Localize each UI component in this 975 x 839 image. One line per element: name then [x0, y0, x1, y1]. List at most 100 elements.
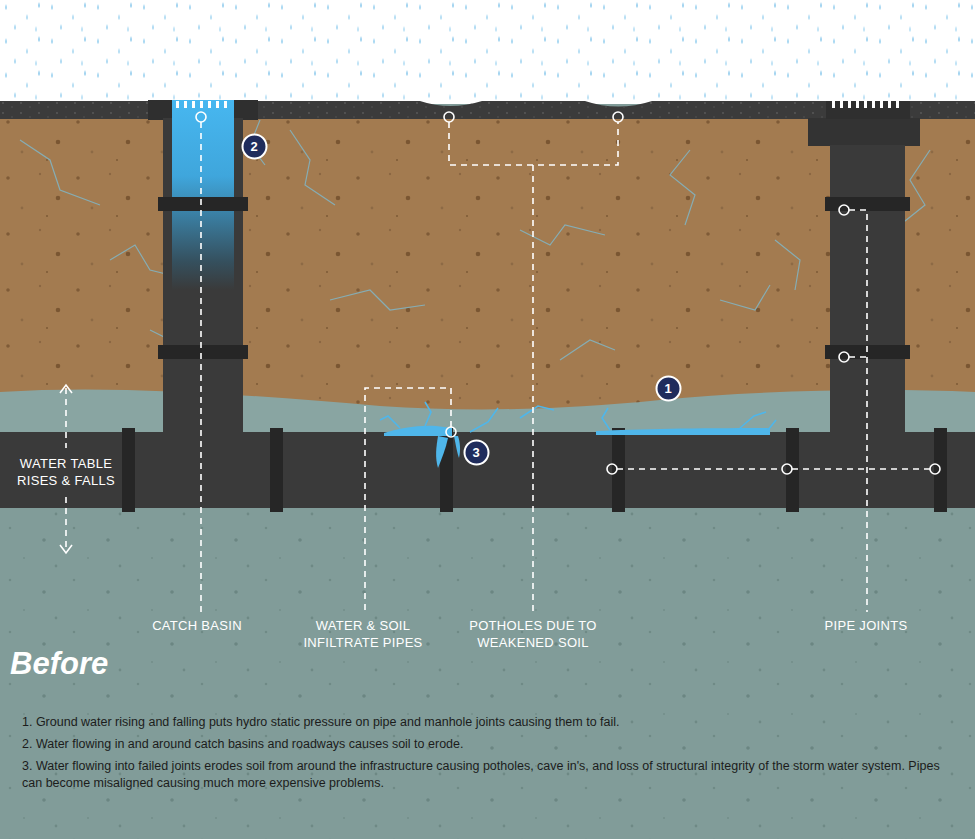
leader-lines-part-part — [792, 468, 930, 470]
leader-lines-part-part — [365, 388, 451, 612]
manhole-shaft-part-part — [888, 101, 891, 108]
catch-basin-shaft-part-part — [176, 101, 179, 108]
storm-pipe — [0, 428, 975, 512]
manhole-shaft-part — [825, 197, 910, 211]
manhole-shaft-part-part — [896, 101, 899, 108]
sky-rain-part — [0, 0, 975, 104]
road-surface — [0, 101, 975, 119]
soil-cracks-part — [110, 245, 170, 275]
title-box: Before — [10, 646, 108, 682]
water-table-label: WATER TABLE RISES & FALLS — [4, 455, 128, 489]
callout-text: 2 — [250, 139, 257, 154]
catch-basin-shaft-part-part — [216, 101, 219, 108]
manhole-shaft-part-part — [872, 101, 875, 108]
catch-basin-shaft-part-part — [224, 101, 227, 108]
leader-lines-part-part — [200, 122, 202, 612]
manhole-shaft-part-part — [864, 101, 867, 108]
leader-lines-part — [196, 112, 206, 122]
leader-lines-part — [613, 112, 623, 122]
leader-lines — [60, 112, 940, 612]
catch-basin-shaft-part-part — [184, 101, 187, 108]
ground-layers-part — [0, 116, 975, 409]
soil-cracks-part — [290, 130, 335, 205]
soil-cracks-part — [560, 340, 615, 360]
leader-lines-part-part — [617, 468, 782, 470]
note-text-box: 2. Water flowing in and around catch bas… — [22, 736, 957, 753]
callout-text: 1 — [664, 381, 671, 396]
water-table-label-box: WATER TABLE RISES & FALLS — [4, 455, 128, 489]
catch-basin-shaft-part-part — [192, 101, 195, 108]
sky-rain-part — [0, 0, 975, 100]
note-text-box: 1. Ground water rising and falling puts … — [22, 714, 957, 731]
leaking-water-part — [436, 436, 448, 468]
leaking-water-part-part — [520, 406, 554, 418]
leader-lines-part-part — [532, 165, 534, 612]
leaking-water-part-part — [602, 408, 610, 430]
soil-cracks-part — [775, 240, 800, 290]
leaking-water-part — [596, 428, 770, 435]
catch-basin-shaft — [148, 100, 258, 434]
part-label: PIPE JOINTS — [786, 617, 946, 634]
callout-number: 1 — [655, 375, 682, 402]
leaking-water-part — [384, 426, 452, 436]
storm-pipe-part — [612, 428, 625, 512]
callout-number: 3 — [463, 439, 490, 466]
leader-lines-part — [782, 464, 792, 474]
soil-cracks — [20, 120, 930, 375]
part-label: CATCH BASIN — [117, 617, 277, 634]
leader-lines-part — [607, 464, 617, 474]
callout-disc — [242, 134, 266, 158]
leader-lines-part-part — [65, 497, 67, 550]
sky-rain — [0, 0, 975, 104]
leader-lines-part — [66, 122, 930, 612]
part-label-box: WATER & SOIL INFILTRATE PIPES — [288, 617, 438, 651]
storm-pipe-part — [122, 428, 135, 512]
leader-lines-part-part — [849, 210, 867, 612]
road-surface-part — [0, 101, 975, 119]
leader-lines-part-part — [65, 388, 67, 448]
manhole-shaft — [808, 101, 920, 434]
manhole-shaft-part-part — [856, 101, 859, 108]
leader-lines-part-part — [849, 356, 867, 358]
leaking-water-part-part — [425, 402, 431, 426]
storm-pipe-part — [270, 428, 283, 512]
manhole-shaft-part — [832, 101, 899, 108]
soil-cracks-part — [720, 285, 770, 310]
manhole-shaft-part-part — [880, 101, 883, 108]
part-label-box: PIPE JOINTS — [786, 617, 946, 634]
soil-cracks-part — [670, 150, 695, 225]
note-text: 1. Ground water rising and falling puts … — [22, 714, 957, 731]
manhole-shaft-part-part — [848, 101, 851, 108]
road-surface-part — [0, 101, 975, 119]
callout-disc — [656, 376, 680, 400]
catch-basin-shaft-part — [158, 345, 248, 359]
note-text: 3. Water flowing into failed joints erod… — [22, 758, 957, 792]
note-text: 2. Water flowing in and around catch bas… — [22, 736, 957, 753]
leader-lines-part — [839, 352, 849, 362]
part-label: WATER & SOIL INFILTRATE PIPES — [288, 617, 438, 651]
leaking-water-part-part — [740, 412, 766, 428]
catch-basin-shaft-part-part — [208, 101, 211, 108]
catch-basin-shaft-part — [158, 197, 248, 211]
leader-lines-part-part — [449, 122, 618, 165]
leader-lines-part — [60, 545, 72, 553]
callout-text: 3 — [472, 445, 479, 460]
leaking-water-part — [380, 402, 776, 432]
leaking-water-part — [454, 436, 460, 458]
catch-basin-shaft-part — [172, 100, 234, 290]
ground-layers-part — [0, 116, 975, 409]
section-title: Before — [10, 646, 108, 682]
part-label-box: CATCH BASIN — [117, 617, 277, 634]
storm-pipe-part — [0, 432, 975, 508]
soil-cracks-part — [20, 140, 100, 205]
leader-lines-part — [446, 427, 456, 437]
ground-layers-part — [0, 380, 975, 839]
part-label: POTHOLES DUE TO WEAKENED SOIL — [458, 617, 608, 651]
soil-cracks-part — [330, 290, 425, 310]
catch-basin-shaft-part — [176, 101, 227, 108]
